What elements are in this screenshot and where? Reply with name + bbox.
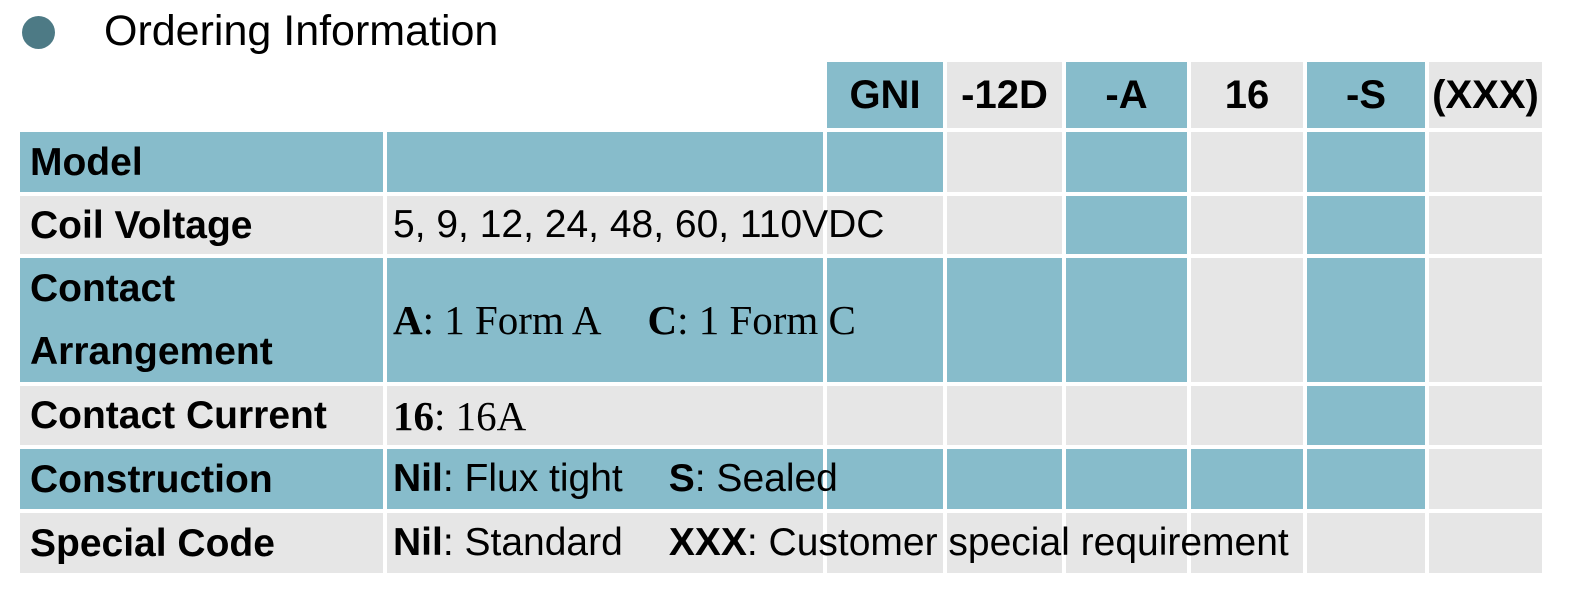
value-option: 5, 9, 12, 24, 48, 60, 110VDC — [393, 203, 885, 246]
grid-cell-r6-c1 — [387, 513, 823, 573]
grid-cell-r0-c4 — [1066, 62, 1187, 128]
grid-cell-r2-c6 — [1307, 196, 1425, 254]
grid-cell-r0-c6 — [1307, 62, 1425, 128]
value-option: A: 1 Form A — [393, 297, 602, 343]
grid-cell-r1-c4 — [1066, 132, 1187, 192]
grid-cell-r4-c4 — [1066, 386, 1187, 445]
grid-cell-r5-c2 — [827, 449, 943, 509]
grid-cell-r6-c3 — [947, 513, 1062, 573]
grid-cell-r6-c4 — [1066, 513, 1187, 573]
row-value-2: A: 1 Form A C: 1 Form C — [387, 258, 1542, 382]
row-label-2: Contact Arrangement — [30, 267, 273, 373]
grid-cell-r6-c0 — [20, 513, 383, 573]
grid-cell-r4-c7 — [1429, 386, 1542, 445]
part-code-5: (XXX) — [1432, 72, 1539, 117]
grid-cell-r2-c2 — [827, 196, 943, 254]
part-code-3: 16 — [1224, 72, 1270, 117]
grid-cell-r2-c4 — [1066, 196, 1187, 254]
grid-cell-r4-c6 — [1307, 386, 1425, 445]
value-option: C: 1 Form C — [647, 297, 856, 343]
grid-cell-r4-c2 — [827, 386, 943, 445]
grid-cell-r5-c3 — [947, 449, 1062, 509]
grid-cell-r3-c2 — [827, 258, 943, 382]
value-option: Nil: Standard — [393, 521, 623, 564]
row-label-4: Construction — [30, 457, 273, 501]
row-label-3: Contact Current — [30, 394, 327, 437]
grid-cell-r3-c3 — [947, 258, 1062, 382]
grid-cell-r3-c7 — [1429, 258, 1542, 382]
grid-cell-r6-c2 — [827, 513, 943, 573]
row-label-0: Model — [30, 140, 143, 184]
grid-cell-r2-c3 — [947, 196, 1062, 254]
grid-cell-r5-c1 — [387, 449, 823, 509]
grid-cell-r1-c2 — [827, 132, 943, 192]
grid-cell-r3-c5 — [1191, 258, 1303, 382]
grid-cell-r4-c0 — [20, 386, 383, 445]
value-option: Nil: Flux tight — [393, 457, 623, 500]
grid-cell-r0-c7 — [1429, 62, 1542, 128]
grid-cell-r0-c3 — [947, 62, 1062, 128]
value-option: 16: 16A — [393, 392, 527, 439]
grid-cell-r0-c5 — [1191, 62, 1303, 128]
row-value-4: Nil: Flux tight S: Sealed — [387, 449, 1542, 509]
row-label-1: Coil Voltage — [30, 203, 253, 247]
section-title: Ordering Information — [104, 7, 499, 55]
grid-cell-r1-c0 — [20, 132, 383, 192]
grid-cell-r5-c6 — [1307, 449, 1425, 509]
grid-cell-r6-c5 — [1191, 513, 1303, 573]
grid-cell-r2-c7 — [1429, 196, 1542, 254]
grid-cell-r5-c7 — [1429, 449, 1542, 509]
grid-cell-r5-c5 — [1191, 449, 1303, 509]
grid-cell-r5-c4 — [1066, 449, 1187, 509]
grid-cell-r1-c6 — [1307, 132, 1425, 192]
part-code-0: GNI — [849, 72, 921, 117]
bullet-icon — [22, 16, 55, 49]
row-value-1: 5, 9, 12, 24, 48, 60, 110VDC — [387, 196, 1542, 254]
grid-cell-r0-c2 — [827, 62, 943, 128]
grid-cell-r3-c0 — [20, 258, 383, 382]
grid-cell-r2-c0 — [20, 196, 383, 254]
row-label-5: Special Code — [30, 521, 275, 565]
value-option: S: Sealed — [668, 457, 838, 500]
part-code-1: -12D — [961, 72, 1048, 117]
grid-cell-r3-c1 — [387, 258, 823, 382]
grid-cell-r1-c7 — [1429, 132, 1542, 192]
part-code-2: -A — [1105, 72, 1148, 117]
grid-cell-r6-c7 — [1429, 513, 1542, 573]
grid-cell-r2-c5 — [1191, 196, 1303, 254]
row-value-3: 16: 16A — [387, 386, 1542, 445]
value-option: XXX: Customer special requirement — [668, 521, 1289, 564]
grid-cell-r6-c6 — [1307, 513, 1425, 573]
grid-cell-r3-c6 — [1307, 258, 1425, 382]
grid-cell-r4-c5 — [1191, 386, 1303, 445]
part-code-4: -S — [1346, 72, 1386, 117]
grid-cell-r1-c3 — [947, 132, 1062, 192]
grid-cell-r1-c1 — [387, 132, 823, 192]
grid-cell-r4-c3 — [947, 386, 1062, 445]
row-value-5: Nil: Standard XXX: Customer special requi… — [387, 513, 1542, 573]
grid-cell-r5-c0 — [20, 449, 383, 509]
grid-cell-r3-c4 — [1066, 258, 1187, 382]
grid-cell-r1-c5 — [1191, 132, 1303, 192]
grid-cell-r2-c1 — [387, 196, 823, 254]
grid-cell-r4-c1 — [387, 386, 823, 445]
